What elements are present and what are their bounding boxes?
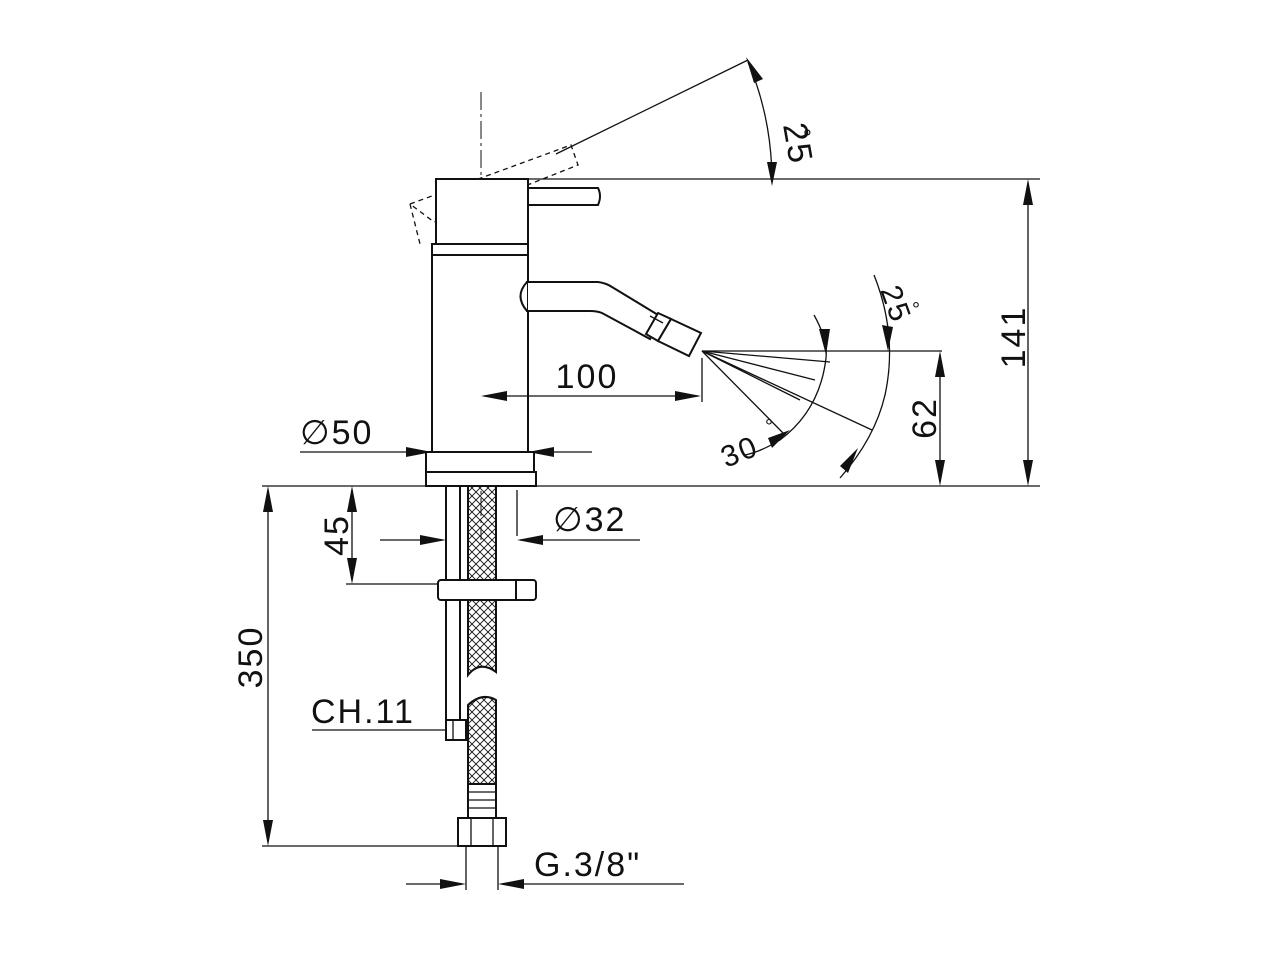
label-diameter-50: ∅50 xyxy=(300,414,373,452)
mixer-body xyxy=(431,243,529,453)
fixing-nut xyxy=(445,719,467,741)
label-thread-g38: G.3/8" xyxy=(534,846,641,884)
label-diameter-32: ∅32 xyxy=(553,501,626,539)
label-ch11: CH.11 xyxy=(311,693,415,731)
lever-raised-outline xyxy=(408,144,579,245)
label-45: 45 xyxy=(318,514,356,556)
label-100: 100 xyxy=(556,358,619,396)
handle-cap xyxy=(435,178,529,245)
fixing-washer xyxy=(437,579,537,601)
base-ring xyxy=(425,451,535,473)
hose-fitting xyxy=(457,783,507,847)
label-spray-30: 30 xyxy=(716,430,763,475)
label-lever-25-degree: ° xyxy=(803,125,814,150)
label-350: 350 xyxy=(232,626,270,689)
spray-fan xyxy=(701,350,942,436)
label-62: 62 xyxy=(906,397,944,439)
spout xyxy=(519,281,703,358)
base-flange xyxy=(425,471,537,487)
threaded-rod xyxy=(445,485,461,741)
arc-spray-25 xyxy=(839,274,891,479)
flexible-hose xyxy=(467,485,497,785)
label-spray-25: 25 xyxy=(873,281,917,327)
label-spray-25-degree: ° xyxy=(912,299,922,321)
label-141: 141 xyxy=(995,306,1033,369)
label-spray-30-degree: ° xyxy=(765,416,775,438)
label-lever-25: 25 xyxy=(775,120,820,168)
lever-angle-ref xyxy=(555,59,749,155)
lever xyxy=(527,187,601,206)
